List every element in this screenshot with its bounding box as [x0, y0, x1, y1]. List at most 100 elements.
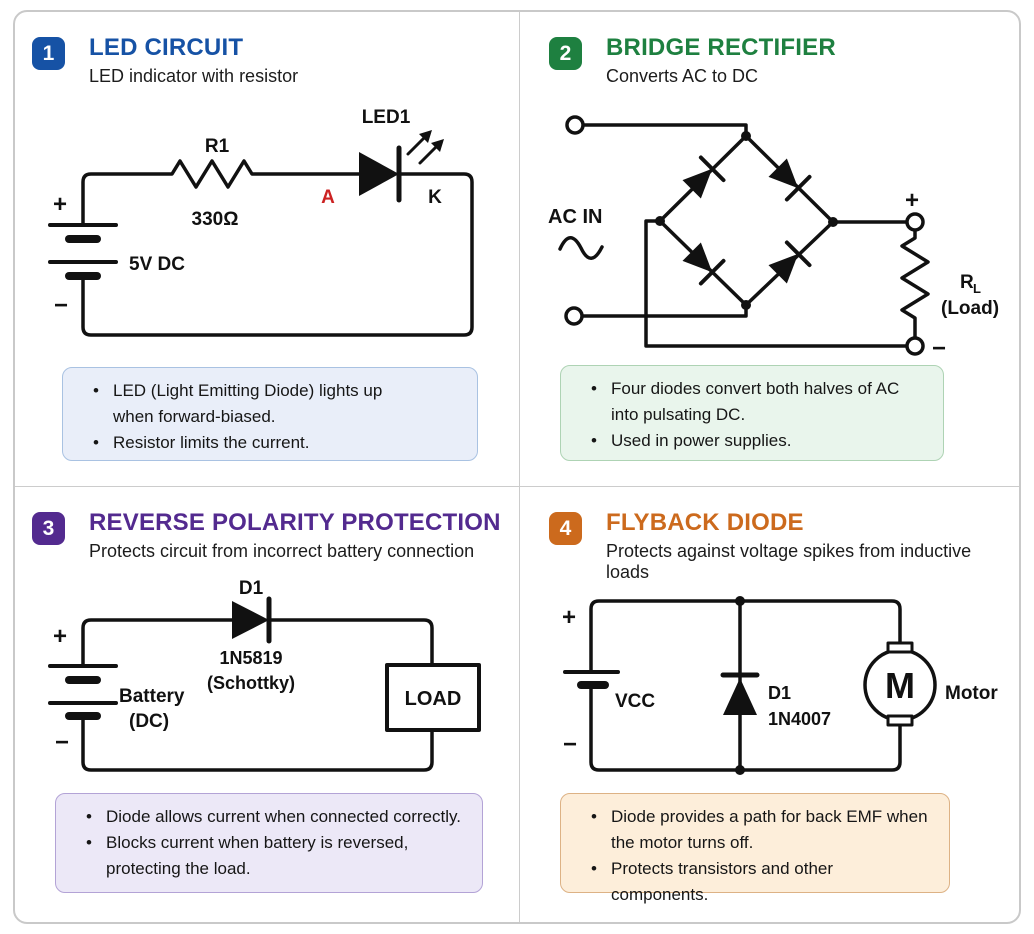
panel-4-header: 4 FLYBACK DIODE Protects against voltage… — [549, 509, 1019, 583]
plus-label: + — [53, 191, 67, 218]
panel-4-number-badge: 4 — [549, 512, 582, 545]
load-box-label: LOAD — [405, 688, 462, 710]
bullet-text: Diode allows current when connected corr… — [106, 807, 461, 826]
bullet-dot: • — [93, 433, 99, 452]
bullet-text: protecting the load. — [106, 859, 251, 878]
panel-1-subtitle: LED indicator with resistor — [89, 66, 299, 86]
diode-upper-right — [768, 158, 812, 202]
bullet-spacer — [591, 402, 611, 428]
note-bullet: • Blocks current when battery is reverse… — [86, 830, 466, 856]
note-bullet: • Four diodes convert both halves of AC — [591, 376, 927, 402]
diode-upper-left — [682, 155, 726, 199]
diode-type-label: (Schottky) — [207, 673, 295, 693]
bullet-text: Protects transistors and other component… — [611, 859, 834, 904]
diode-name-label: D1 — [239, 578, 264, 599]
battery-symbol — [48, 223, 118, 280]
panel-4-title: FLYBACK DIODE — [605, 509, 804, 536]
panel-3-header: 3 REVERSE POLARITY PROTECTION Protects c… — [32, 509, 501, 562]
minus-label: − — [932, 335, 946, 362]
led-circuit-schematic: R1 330Ω LED1 A K 5V DC + − — [48, 107, 474, 337]
infographic-card: 1 LED CIRCUIT LED indicator with resisto… — [13, 10, 1021, 924]
panel-4-subtitle: Protects against voltage spikes from ind… — [605, 541, 972, 582]
diode-triangle — [232, 601, 269, 639]
junction-dots — [735, 596, 745, 775]
panel-1-title: LED CIRCUIT — [89, 34, 244, 61]
plus-label: + — [905, 187, 919, 214]
panel-3-titles: REVERSE POLARITY PROTECTION Protects cir… — [89, 509, 501, 562]
bridge-edges — [658, 134, 835, 307]
terminals — [564, 115, 925, 356]
cathode-label: K — [428, 187, 442, 208]
panel-2-header: 2 BRIDGE RECTIFIER Converts AC to DC — [549, 34, 836, 87]
battery-voltage-label: 5V DC — [129, 254, 185, 275]
note-box-flyback: • Diode provides a path for back EMF whe… — [560, 793, 950, 904]
dc-plus-terminal — [905, 212, 925, 232]
panel-reverse-polarity: 3 REVERSE POLARITY PROTECTION Protects c… — [15, 487, 520, 922]
junction-dots — [655, 131, 838, 310]
note-bullet-cont: when forward-biased. — [93, 404, 461, 430]
ac-in-label: AC IN — [548, 206, 602, 228]
bullet-dot: • — [86, 807, 92, 826]
diode-lower-left — [682, 242, 726, 286]
note-bullet: • Diode allows current when connected co… — [86, 804, 466, 830]
note-bullet: • Resistor limits the current. — [93, 430, 461, 456]
bullet-text: the motor turns off. — [611, 833, 754, 852]
anode-label: A — [321, 187, 335, 208]
bullet-dot: • — [591, 431, 597, 450]
motor-terminal-top — [886, 641, 914, 654]
plus-label: + — [562, 604, 576, 631]
diode-triangle — [723, 678, 757, 715]
panel-2-titles: BRIDGE RECTIFIER Converts AC to DC — [606, 34, 836, 87]
bullet-spacer — [93, 404, 113, 430]
note-bullet-cont: into pulsating DC. — [591, 402, 927, 428]
wire-loop — [589, 599, 902, 772]
plus-label: + — [53, 623, 67, 650]
led-light-arrows — [406, 134, 440, 165]
bullet-text: LED (Light Emitting Diode) lights up — [113, 381, 383, 400]
load-label: (Load) — [941, 298, 999, 319]
led-arrowhead-2 — [431, 139, 444, 152]
note-bullet: • Protects transistors and other compone… — [591, 856, 933, 908]
wire-loop — [81, 159, 474, 337]
bullet-text: into pulsating DC. — [611, 405, 746, 424]
bullet-text: Diode provides a path for back EMF when — [611, 807, 928, 826]
diode-lower-right — [768, 240, 812, 284]
bullet-spacer — [591, 830, 611, 856]
minus-label: − — [54, 292, 68, 319]
motor-letter-label: M — [885, 665, 915, 706]
bullet-dot: • — [93, 381, 99, 400]
load-box — [385, 663, 481, 732]
battery-label-line1: Battery — [119, 686, 185, 707]
battery-symbol — [563, 670, 620, 689]
note-box-bridge: • Four diodes convert both halves of AC … — [560, 365, 944, 461]
ac-bottom-wire — [580, 303, 748, 318]
panel-3-subtitle: Protects circuit from incorrect battery … — [89, 541, 475, 561]
bullet-text: Blocks current when battery is reversed, — [106, 833, 409, 852]
resistor-value-label: 330Ω — [192, 209, 239, 230]
led-arrowhead-1 — [419, 130, 432, 143]
note-box-reverse-polarity: • Diode allows current when connected co… — [55, 793, 483, 893]
note-bullet: • Used in power supplies. — [591, 428, 927, 454]
bullet-text: Four diodes convert both halves of AC — [611, 379, 900, 398]
panel-flyback-diode: 4 FLYBACK DIODE Protects against voltage… — [520, 487, 1019, 922]
note-box-led: • LED (Light Emitting Diode) lights up w… — [62, 367, 478, 461]
panel-bridge-rectifier: 2 BRIDGE RECTIFIER Converts AC to DC — [520, 12, 1019, 487]
bullet-dot: • — [591, 859, 597, 878]
panel-4-titles: FLYBACK DIODE Protects against voltage s… — [606, 509, 1019, 583]
panel-led-circuit: 1 LED CIRCUIT LED indicator with resisto… — [15, 12, 520, 487]
bridge-rectifier-schematic: AC IN + − R L (Load) — [548, 115, 999, 362]
note-bullet: • LED (Light Emitting Diode) lights up — [93, 378, 461, 404]
note-bullet-cont: protecting the load. — [86, 856, 466, 882]
minus-label: − — [55, 729, 69, 756]
load-resistor-subscript: L — [973, 281, 981, 296]
bullet-text: Used in power supplies. — [611, 431, 792, 450]
load-resistor — [900, 228, 930, 340]
panel-3-number-badge: 3 — [32, 512, 65, 545]
diode-name-label: D1 — [768, 683, 791, 703]
panel-3-title: REVERSE POLARITY PROTECTION — [89, 509, 501, 536]
note-bullet-cont: the motor turns off. — [591, 830, 933, 856]
panel-1-header: 1 LED CIRCUIT LED indicator with resisto… — [32, 34, 298, 87]
panel-2-number-badge: 2 — [549, 37, 582, 70]
motor-label: Motor — [945, 683, 998, 704]
negative-rail-wire — [644, 219, 909, 348]
